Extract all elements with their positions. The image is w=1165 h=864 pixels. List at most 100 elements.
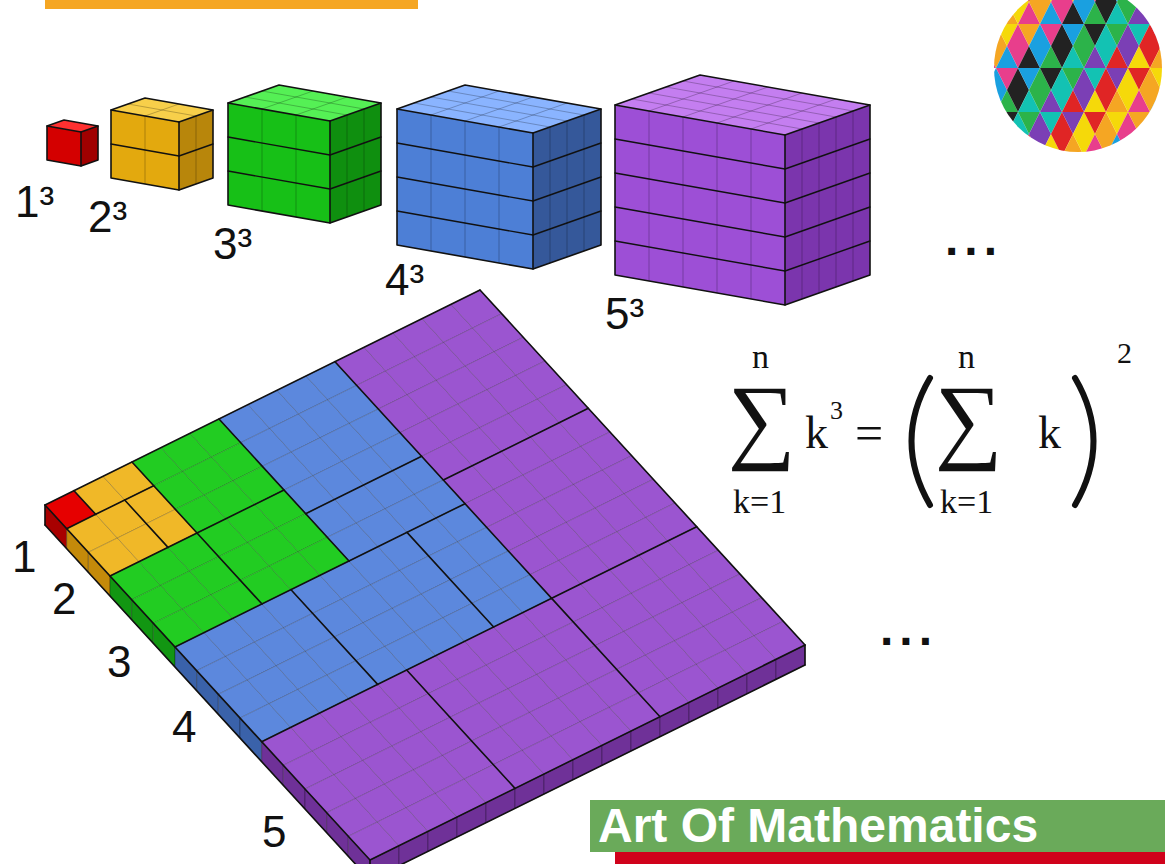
side-label: 4: [172, 705, 196, 749]
cube-front: [397, 109, 533, 269]
block-edge: [197, 533, 262, 604]
cube-outline: [785, 105, 870, 135]
lower-limit: k=1: [940, 485, 993, 519]
cube-outline: [532, 133, 534, 269]
cube-grid: [499, 127, 500, 263]
cube-outline: [329, 121, 331, 223]
cube-front: [47, 126, 81, 166]
exponent: 3: [830, 398, 843, 424]
cube-outline: [47, 120, 98, 166]
logo-triangle: [1007, 134, 1029, 156]
cube-grid: [649, 111, 650, 281]
block-edge: [552, 598, 660, 716]
logo-triangle: [1051, 0, 1073, 2]
cube-outline: [179, 110, 213, 122]
cube-stack: [47, 75, 870, 305]
cube: [111, 98, 213, 190]
cube-layer: [785, 173, 870, 203]
floor-edge: [45, 525, 370, 864]
block-edge: [407, 670, 515, 788]
logo-triangle: [974, 90, 996, 112]
logo-triangle: [1128, 112, 1150, 134]
cube-layer: [615, 207, 785, 237]
cube-outline: [397, 109, 533, 133]
cube-grid: [819, 123, 820, 293]
cube-grid: [499, 103, 567, 127]
cube-outline: [228, 85, 381, 223]
logo-triangle: [1073, 0, 1095, 2]
cube-grid: [802, 129, 803, 299]
exponent: 2: [1117, 338, 1132, 368]
band-edge: [67, 514, 96, 528]
cube-grid: [296, 115, 297, 217]
logo-triangle: [985, 2, 1007, 24]
upper-limit: n: [752, 340, 769, 374]
cube-grid: [649, 81, 734, 111]
cube-grid: [751, 99, 836, 129]
side-label: 2: [52, 577, 76, 621]
logo-triangle: [1150, 2, 1165, 24]
equals-sign: =: [855, 408, 883, 458]
logo-triangle: [1161, 0, 1165, 2]
cube-grid: [666, 87, 836, 117]
cube-grid: [245, 97, 347, 115]
cube-layer: [785, 241, 870, 271]
title-banner: Art Of Mathematics: [590, 800, 1165, 852]
band-edge: [552, 527, 697, 599]
logo-triangle: [1161, 46, 1165, 68]
top-banner: [45, 0, 418, 9]
logo-triangle: [1139, 134, 1161, 156]
block-edge: [306, 456, 422, 513]
cube-layer: [785, 207, 870, 237]
cube-outline: [397, 85, 601, 269]
sum-sign: ∑: [728, 372, 796, 467]
cube-side: [179, 110, 213, 190]
cube-grid: [262, 91, 313, 109]
bottom-bar: [615, 852, 1165, 864]
left-parenthesis: [912, 378, 931, 505]
floor-edge: [44, 505, 46, 525]
logo-triangle: [1029, 0, 1051, 2]
cube-outline: [533, 109, 601, 133]
logo-triangle: [1150, 134, 1165, 156]
band-edge: [110, 533, 197, 576]
cube-layer: [533, 143, 601, 167]
cube-outline: [784, 135, 786, 305]
upper-limit: n: [958, 340, 975, 374]
cube-side: [81, 126, 98, 166]
summand: k: [1038, 410, 1061, 456]
cube: [397, 85, 601, 269]
cube-outline: [111, 98, 213, 190]
logo-triangle: [996, 0, 1018, 2]
logo-triangle: [974, 134, 996, 156]
logo-triangle: [1161, 134, 1165, 156]
cube-front: [111, 110, 179, 190]
cube-top: [228, 85, 381, 121]
logo-triangle: [1161, 24, 1165, 46]
block-edge: [125, 500, 168, 547]
logo-triangle: [1117, 0, 1139, 2]
logo-triangle: [1007, 0, 1029, 2]
cube: [228, 85, 381, 223]
cube-grid: [751, 129, 752, 299]
logo-triangle: [985, 134, 1007, 156]
cube-grid: [717, 93, 802, 123]
right-parenthesis: [1075, 378, 1094, 505]
logo-triangle: [985, 112, 1007, 134]
band-edge: [480, 290, 805, 645]
lower-limit: k=1: [733, 485, 786, 519]
cube-grid: [347, 115, 348, 217]
logo-triangle: [1139, 112, 1161, 134]
logo-triangle: [1161, 90, 1165, 112]
cube-layer: [615, 241, 785, 271]
cube-layer: [397, 143, 533, 167]
cube-grid: [649, 93, 819, 123]
band-edge: [349, 504, 465, 561]
ellipsis: ...: [880, 605, 938, 653]
cube-grid: [262, 91, 364, 109]
band-edge: [74, 491, 96, 515]
block-edge: [291, 590, 378, 685]
cube-grid: [683, 117, 684, 287]
cube-side: [330, 103, 381, 223]
logo-triangle: [1095, 0, 1117, 2]
